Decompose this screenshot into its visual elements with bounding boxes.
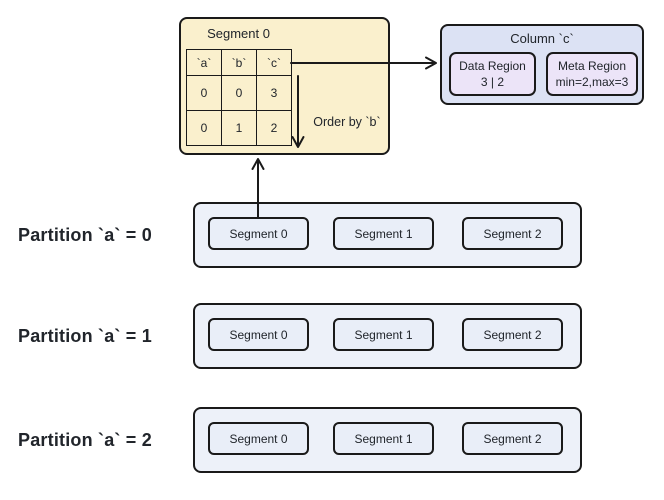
- segment-chip: Segment 2: [462, 318, 563, 351]
- partition-box-0: Segment 0 Segment 1 Segment 2: [193, 202, 582, 268]
- cell: 0: [186, 75, 222, 111]
- segment-chip: Segment 0: [208, 318, 309, 351]
- col-header-b: `b`: [221, 49, 257, 76]
- column-c-box: Column `c` Data Region 3 | 2 Meta Region…: [440, 24, 644, 105]
- segment-chip: Segment 1: [333, 217, 434, 250]
- segment-chip: Segment 2: [462, 217, 563, 250]
- segment-data-table: `a` `b` `c` 0 0 3 0 1 2: [186, 49, 292, 146]
- meta-region-box: Meta Region min=2,max=3: [546, 52, 638, 96]
- segment-chip: Segment 0: [208, 217, 309, 250]
- col-header-a: `a`: [186, 49, 222, 76]
- partition-box-2: Segment 0 Segment 1 Segment 2: [193, 407, 582, 473]
- table-row: 0 1 2: [186, 110, 292, 146]
- partition-label-0: Partition `a` = 0: [18, 224, 152, 245]
- data-region-value: 3 | 2: [480, 75, 505, 89]
- meta-region-value: min=2,max=3: [555, 75, 629, 89]
- cell: 3: [256, 75, 292, 111]
- segment-chip: Segment 1: [333, 422, 434, 455]
- segment-chip: Segment 2: [462, 422, 563, 455]
- meta-region-title: Meta Region: [557, 58, 627, 73]
- partition-label-1: Partition `a` = 1: [18, 325, 152, 346]
- partition-box-1: Segment 0 Segment 1 Segment 2: [193, 303, 582, 369]
- cell: 0: [221, 75, 257, 111]
- partition-label-2: Partition `a` = 2: [18, 429, 152, 450]
- segment-chip: Segment 1: [333, 318, 434, 351]
- table-header-row: `a` `b` `c`: [186, 49, 292, 76]
- data-region-title: Data Region: [459, 58, 526, 73]
- cell: 1: [221, 110, 257, 146]
- segment-detail-box: Segment 0 `a` `b` `c` 0 0 3 0 1 2 Order …: [179, 17, 390, 155]
- table-row: 0 0 3: [186, 75, 292, 111]
- cell: 2: [256, 110, 292, 146]
- col-header-c: `c`: [256, 49, 292, 76]
- data-region-box: Data Region 3 | 2: [449, 52, 536, 96]
- order-by-label: Order by `b`: [313, 115, 381, 129]
- segment-chip: Segment 0: [208, 422, 309, 455]
- cell: 0: [186, 110, 222, 146]
- column-c-title: Column `c`: [510, 31, 574, 46]
- segment-detail-title: Segment 0: [207, 26, 270, 41]
